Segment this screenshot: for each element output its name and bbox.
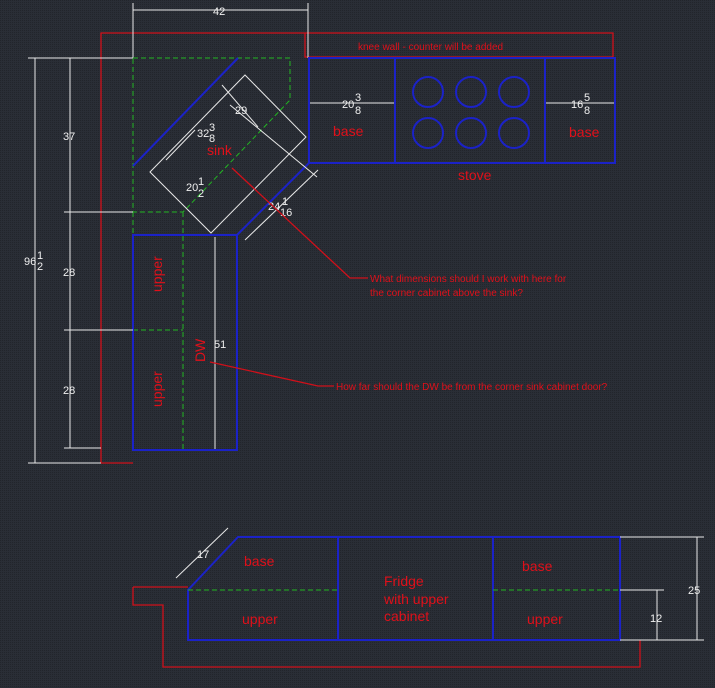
dimension-17: 17 <box>175 527 229 579</box>
svg-text:1: 1 <box>37 250 43 262</box>
svg-text:3: 3 <box>209 122 215 134</box>
fridge-label-2: with upper <box>383 591 449 607</box>
leader-line-1 <box>231 167 368 279</box>
base-right-label: base <box>569 124 600 140</box>
dimension-25: 25 <box>620 536 704 641</box>
base-left-label: base <box>244 553 275 569</box>
svg-text:16: 16 <box>571 99 583 111</box>
wall-outline-elevation <box>132 586 641 668</box>
dimension-29: 29 <box>235 105 247 117</box>
dimension-51: 51 <box>214 237 226 449</box>
dimension-12: 12 <box>620 589 664 640</box>
svg-text:5: 5 <box>584 92 590 104</box>
dw-label: DW <box>192 338 208 362</box>
elevation-view: 17 base base Fridge with upper cabinet u… <box>132 527 704 668</box>
sink-outline <box>149 74 307 234</box>
knee-wall-label: knee wall - counter will be added <box>358 42 503 53</box>
dimension-20-1-2: 20 1 2 <box>186 176 204 200</box>
dimension-32-3-8: 32 3 8 <box>197 122 215 145</box>
sink-label: sink <box>207 142 233 158</box>
upper-right-label: upper <box>527 611 563 627</box>
svg-text:28: 28 <box>63 267 75 279</box>
corner-sink-base <box>132 57 310 451</box>
svg-text:8: 8 <box>209 133 215 145</box>
stove-burners <box>412 76 530 149</box>
svg-text:32: 32 <box>197 128 209 140</box>
svg-text:2: 2 <box>198 188 204 200</box>
svg-text:96: 96 <box>24 256 36 268</box>
svg-text:51: 51 <box>214 339 226 351</box>
svg-text:1: 1 <box>282 196 288 208</box>
question-1-line1: What dimensions should I work with here … <box>370 274 567 285</box>
base-left-label: base <box>333 123 364 139</box>
dimension-96-1-2: 96 1 2 <box>24 57 133 464</box>
svg-text:16: 16 <box>280 207 292 219</box>
base-run-elevation <box>187 536 621 641</box>
dimension-42: 42 <box>132 3 309 58</box>
svg-text:17: 17 <box>197 549 209 561</box>
svg-text:37: 37 <box>63 131 75 143</box>
corner-upper-outline <box>132 57 291 213</box>
fridge-label-1: Fridge <box>384 573 424 589</box>
stove-label: stove <box>458 167 492 183</box>
svg-text:2: 2 <box>37 261 43 273</box>
svg-text:8: 8 <box>584 105 590 117</box>
question-1-line2: the corner cabinet above the sink? <box>370 288 523 299</box>
base-right-label: base <box>522 558 553 574</box>
upper-left-label: upper <box>242 611 278 627</box>
leader-line-2 <box>209 361 334 387</box>
svg-text:20: 20 <box>342 99 354 111</box>
svg-text:20: 20 <box>186 182 198 194</box>
svg-text:3: 3 <box>355 92 361 104</box>
base-stove-run <box>308 57 616 164</box>
svg-text:25: 25 <box>688 585 700 597</box>
question-2: How far should the DW be from the corner… <box>336 382 608 393</box>
dimension-stack-left: 37 28 28 <box>63 58 133 449</box>
svg-text:28: 28 <box>63 385 75 397</box>
svg-text:12: 12 <box>650 613 662 625</box>
upper-label-1: upper <box>149 256 165 292</box>
upper-outline-left <box>132 212 184 450</box>
dimension-20-3-8: 20 3 8 <box>310 92 394 117</box>
fridge-label-3: cabinet <box>384 608 429 624</box>
svg-text:8: 8 <box>355 105 361 117</box>
svg-text:1: 1 <box>198 176 204 188</box>
dimension-16-5-8: 16 5 8 <box>546 92 614 117</box>
plan-view: knee wall - counter will be added 42 bas… <box>24 3 616 464</box>
upper-label-2: upper <box>149 371 165 407</box>
svg-text:42: 42 <box>213 6 225 18</box>
